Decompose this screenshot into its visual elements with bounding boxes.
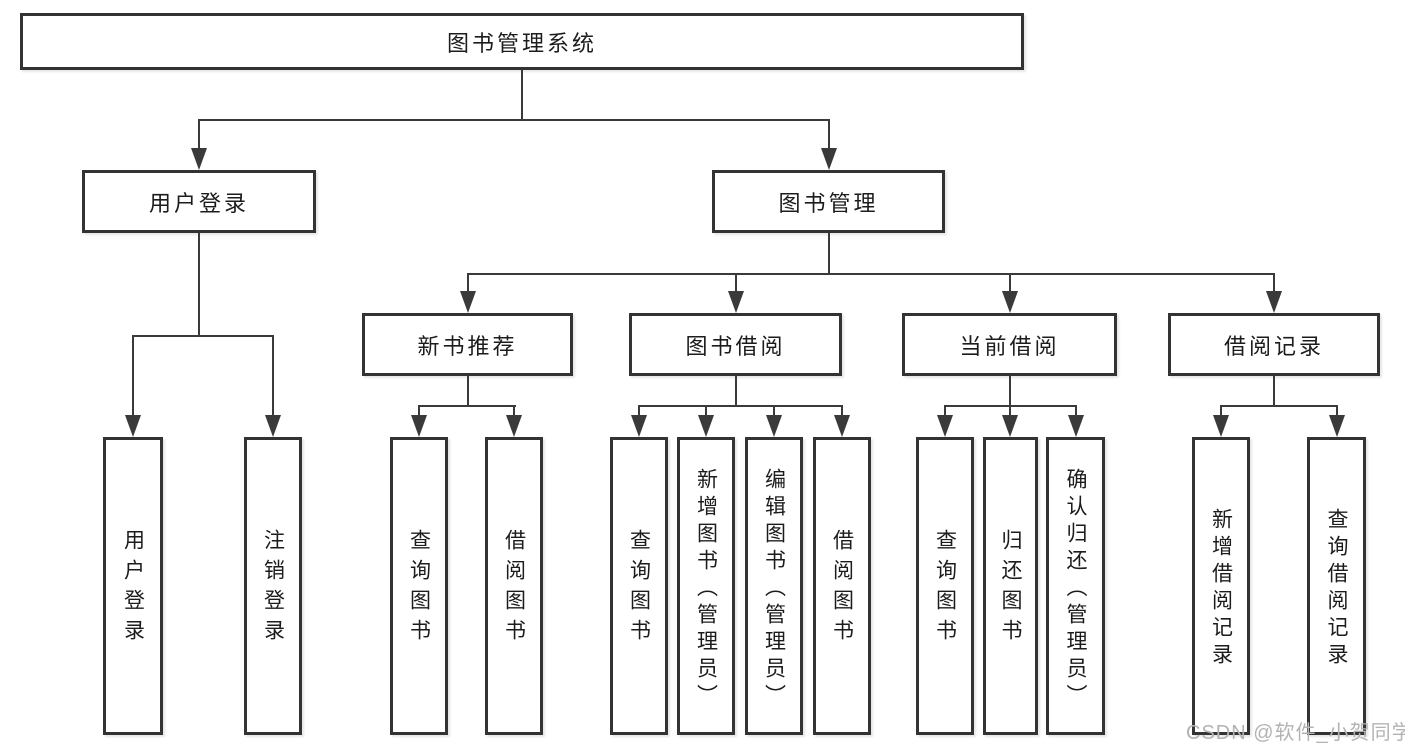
csdn-watermark: CSDN @软件_小贺同学: [1186, 722, 1405, 744]
leaf-logout: 注销登录: [244, 437, 302, 735]
leaf-edit-books-admin: 编辑图书（管理员）: [745, 437, 803, 735]
leaf-add-books-admin: 新增图书（管理员）: [677, 437, 735, 735]
connector-line: [1009, 273, 1011, 293]
leaf-borrow-books-1: 借阅图书: [485, 437, 543, 735]
arrowhead-down-icon: [728, 291, 744, 313]
node-current-borrowing: 当前借阅: [902, 313, 1117, 376]
arrowhead-down-icon: [1266, 291, 1282, 313]
connector-line: [828, 233, 830, 275]
arrowhead-down-icon: [460, 291, 476, 313]
connector-line: [735, 273, 737, 293]
node-user-login: 用户登录: [82, 170, 316, 233]
connector-line: [841, 405, 843, 418]
connector-line: [1273, 376, 1275, 407]
arrowhead-down-icon: [631, 415, 647, 437]
node-book-borrowing: 图书借阅: [629, 313, 842, 376]
connector-line: [513, 405, 515, 418]
connector-line: [944, 405, 946, 418]
node-library-system: 图书管理系统: [20, 13, 1024, 70]
connector-line: [198, 119, 200, 151]
arrowhead-down-icon: [1002, 415, 1018, 437]
arrowhead-down-icon: [411, 415, 427, 437]
node-borrowing-records: 借阅记录: [1168, 313, 1380, 376]
leaf-user-login: 用户登录: [103, 437, 163, 735]
connector-line: [1220, 405, 1222, 418]
connector-line: [828, 119, 830, 151]
arrowhead-down-icon: [1213, 415, 1229, 437]
leaf-borrow-books-2: 借阅图书: [813, 437, 871, 735]
arrowhead-down-icon: [191, 148, 207, 170]
leaf-query-books-1: 查询图书: [390, 437, 448, 735]
node-book-management: 图书管理: [712, 170, 945, 233]
leaf-add-borrow-record: 新增借阅记录: [1192, 437, 1250, 735]
leaf-query-books-2: 查询图书: [610, 437, 668, 735]
connector-line: [418, 405, 420, 418]
leaf-confirm-return-admin: 确认归还（管理员）: [1046, 437, 1105, 735]
connector-line: [467, 376, 469, 407]
arrowhead-down-icon: [1068, 415, 1084, 437]
arrowhead-down-icon: [265, 415, 281, 437]
arrowhead-down-icon: [766, 415, 782, 437]
leaf-query-borrow-record: 查询借阅记录: [1307, 437, 1366, 735]
arrowhead-down-icon: [821, 148, 837, 170]
connector-line: [418, 405, 516, 407]
arrowhead-down-icon: [937, 415, 953, 437]
connector-line: [735, 376, 737, 407]
connector-line: [1273, 273, 1275, 293]
leaf-return-books: 归还图书: [983, 437, 1038, 735]
connector-line: [467, 273, 1275, 275]
connector-line: [467, 273, 469, 293]
connector-line: [1336, 405, 1338, 418]
arrowhead-down-icon: [1002, 291, 1018, 313]
leaf-query-books-3: 查询图书: [916, 437, 974, 735]
connector-line: [705, 405, 707, 418]
node-new-book-recommendation: 新书推荐: [362, 313, 573, 376]
connector-line: [132, 335, 134, 418]
arrowhead-down-icon: [125, 415, 141, 437]
connector-line: [198, 119, 830, 121]
connector-line: [638, 405, 640, 418]
arrowhead-down-icon: [834, 415, 850, 437]
arrowhead-down-icon: [506, 415, 522, 437]
connector-line: [272, 335, 274, 418]
connector-line: [1009, 405, 1011, 418]
connector-line: [132, 335, 274, 337]
connector-line: [773, 405, 775, 418]
arrowhead-down-icon: [698, 415, 714, 437]
connector-line: [521, 70, 523, 121]
connector-line: [198, 233, 200, 337]
connector-line: [1220, 405, 1337, 407]
connector-line: [1075, 405, 1077, 418]
arrowhead-down-icon: [1329, 415, 1345, 437]
connector-line: [638, 405, 843, 407]
connector-line: [1009, 376, 1011, 407]
